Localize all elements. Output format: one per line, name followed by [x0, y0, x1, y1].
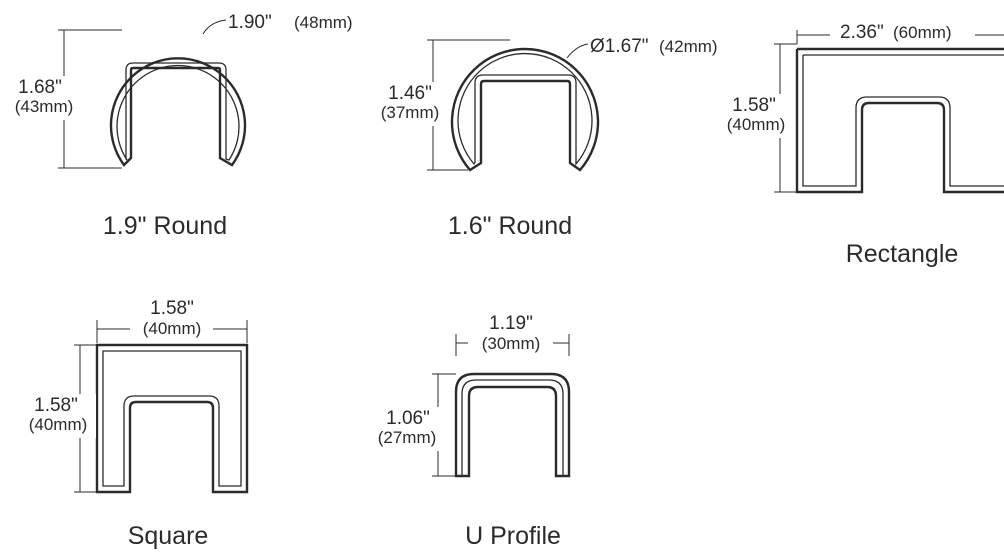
square-height-metric: (40mm) — [29, 415, 88, 434]
square-title: Square — [128, 522, 209, 550]
u-profile-outer-shape — [454, 372, 571, 478]
round-19-title: 1.9" Round — [103, 212, 227, 240]
round-19-height-metric: (43mm) — [15, 97, 74, 116]
rectangle-width-label: 2.36" — [840, 22, 884, 43]
round-16-width-leader — [566, 43, 589, 59]
round-19-height-label: 1.68" — [18, 77, 62, 98]
u-profile-width-label: 1.19" — [489, 313, 533, 334]
square-height-label: 1.58" — [34, 395, 78, 416]
rectangle-outer-shape — [795, 47, 1004, 194]
profile-round-19: 1.68" (43mm) 1.90" (48mm) 1.9" Round — [4, 12, 353, 240]
profile-square: 1.58" (40mm) 1.58" (40mm) Square — [18, 298, 249, 550]
round-16-title: 1.6" Round — [448, 212, 572, 240]
profile-u: 1.06" (27mm) 1.19" (30mm) U Profile — [366, 313, 571, 550]
u-profile-height-label: 1.06" — [386, 408, 430, 429]
round-19-inner-shape — [116, 62, 240, 161]
round-19-outer-shape — [109, 57, 247, 167]
round-16-width-metric: (42mm) — [659, 37, 718, 56]
rectangle-width-metric: (60mm) — [893, 23, 952, 42]
rectangle-title: Rectangle — [846, 240, 959, 268]
square-width-metric: (40mm) — [143, 319, 202, 338]
square-outer-shape — [95, 343, 249, 494]
u-profile-inner-shape — [461, 379, 564, 476]
round-19-width-metric: (48mm) — [294, 13, 353, 32]
rectangle-height-metric: (40mm) — [727, 115, 786, 134]
round-16-inner-shape — [457, 52, 593, 166]
square-width-label: 1.58" — [150, 298, 194, 319]
round-16-height-label: 1.46" — [388, 83, 432, 104]
profile-round-16: 1.46" (37mm) Ø1.67" (42mm) 1.6" Round — [370, 36, 718, 240]
square-inner-shape — [102, 350, 242, 487]
u-profile-width-metric: (30mm) — [482, 334, 541, 353]
round-16-width-label: Ø1.67" — [590, 36, 649, 57]
round-16-height-metric: (37mm) — [381, 103, 440, 122]
round-19-width-leader — [202, 19, 227, 35]
rectangle-height-label: 1.58" — [732, 95, 776, 116]
rectangle-inner-shape — [802, 54, 1004, 187]
profile-rectangle: 1.58" (40mm) 2.36" (60mm) Rectangle — [716, 22, 1004, 268]
u-profile-height-metric: (27mm) — [378, 428, 437, 447]
u-profile-title: U Profile — [465, 522, 561, 550]
round-16-outer-shape — [450, 47, 600, 172]
round-19-width-label: 1.90" — [228, 12, 272, 33]
